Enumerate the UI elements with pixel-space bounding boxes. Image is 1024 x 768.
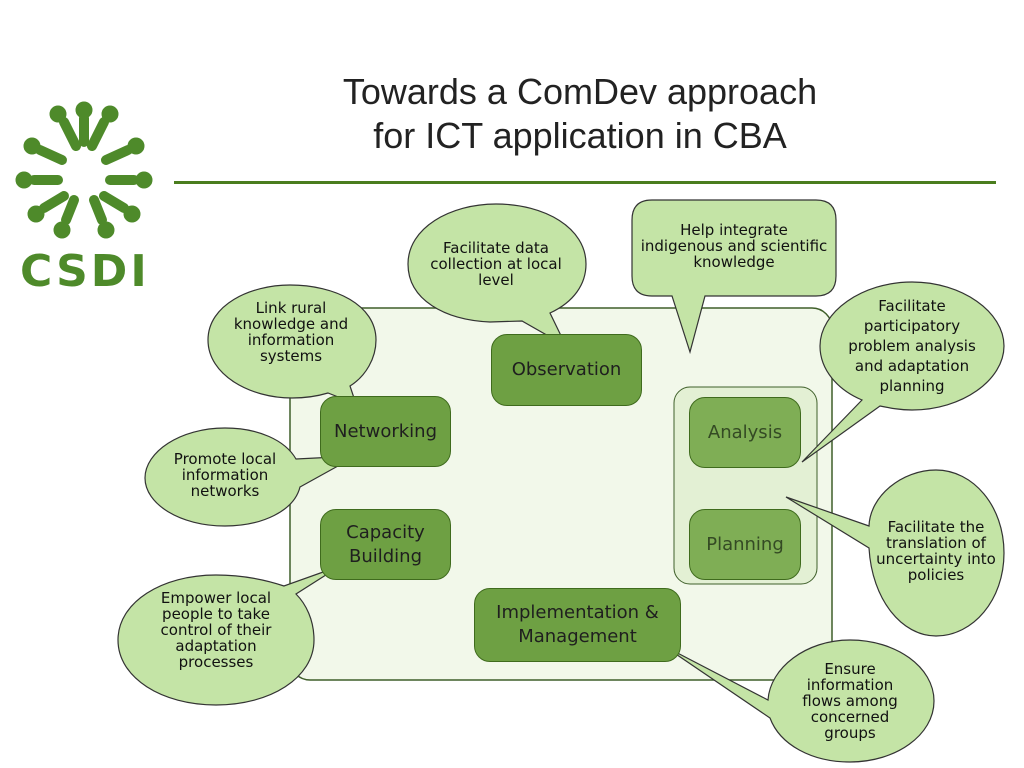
title-divider [174,181,996,184]
bubble-participatory [801,281,1005,463]
analysis-label: Analysis [707,421,783,443]
bubble-facilitate-data-text: Facilitate data collection at local leve… [428,236,564,292]
bubble-link-rural-text: Link rural knowledge and information sys… [232,290,350,374]
bubble-empower-label: Empower local people to take control of … [160,589,272,671]
logo-text: CSDI [20,246,150,297]
planning-box: Planning [689,509,801,580]
bubble-ensure-text: Ensure information flows among concerned… [790,656,910,746]
networking-box: Networking [320,396,451,467]
analysis-box: Analysis [689,397,801,468]
bubble-translation-label: Facilitate the translation of uncertaint… [876,518,996,584]
capacity-building-label: Capacity Building [346,521,425,567]
bubble-link-rural [207,284,377,406]
bubble-participatory-text: Facilitate participatory problem analysi… [848,284,976,408]
bubble-empower [117,565,341,706]
networking-label: Networking [334,420,437,442]
bubble-help-integrate [631,199,837,355]
bubble-facilitate-data [407,203,587,348]
bubble-ensure-label: Ensure information flows among concerned… [802,660,898,742]
bubble-ensure [663,639,935,763]
planning-label: Planning [706,533,784,555]
observation-label: Observation [511,359,622,380]
bubble-promote-label: Promote local information networks [173,450,277,500]
bubble-promote [144,427,357,527]
slide-title: Towards a ComDev approach for ICT applic… [300,70,860,158]
bubble-help-integrate-text: Help integrate indigenous and scientific… [640,218,828,274]
bubble-help-integrate-label: Help integrate indigenous and scientific… [640,221,828,271]
bubble-participatory-label: Facilitate participatory problem analysi… [848,297,976,395]
bubble-translation [785,469,1005,637]
implementation-box: Implementation & Management [474,588,681,662]
bubble-translation-text: Facilitate the translation of uncertaint… [874,515,998,587]
bubble-empower-text: Empower local people to take control of … [146,585,286,675]
bubble-link-rural-label: Link rural knowledge and information sys… [233,299,349,365]
bubble-promote-text: Promote local information networks [168,438,282,512]
title-line-2: for ICT application in CBA [373,115,787,156]
title-line-1: Towards a ComDev approach [342,71,818,112]
implementation-label: Implementation & Management [496,602,659,647]
observation-box: Observation [491,334,642,406]
csdi-logo-icon [15,101,153,239]
bubble-facilitate-data-label: Facilitate data collection at local leve… [430,239,562,289]
capacity-building-box: Capacity Building [320,509,451,580]
